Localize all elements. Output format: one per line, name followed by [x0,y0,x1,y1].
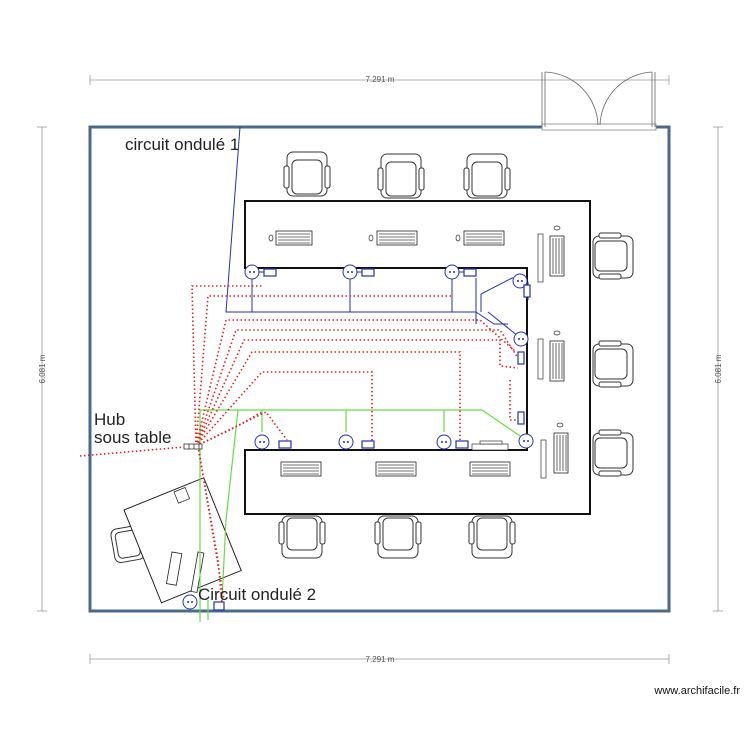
hub-label-line1: Hub [94,410,125,429]
dimension-right-label: 6.081 m [714,354,723,383]
network-cabling [79,285,520,605]
dimension-top-label: 7.291 m [366,75,395,84]
hub-icon [183,443,203,450]
room-wall [88,125,671,613]
outlet-icon [182,264,534,610]
circuit-2-label: Circuit ondulé 2 [198,585,316,604]
dimension-bottom [89,654,670,664]
circuit-1-label: circuit ondulé 1 [125,135,239,154]
desk-icon [123,477,242,604]
dimension-bottom-label: 7.291 m [366,655,395,664]
door-icon [541,71,657,131]
dimension-left [37,126,47,612]
mouse-icon [268,225,564,428]
ups-circuit-2-wiring [199,409,521,622]
dimension-left-label: 6.081 m [38,354,47,383]
hub-label-line2: sous table [94,428,172,447]
keyboard-icon [471,233,547,479]
dimension-right [713,126,723,612]
network-jack-icon [213,268,531,611]
outlet-pins [187,271,529,603]
chair-icon [110,151,634,564]
watermark: www.archifacile.fr [653,685,740,697]
